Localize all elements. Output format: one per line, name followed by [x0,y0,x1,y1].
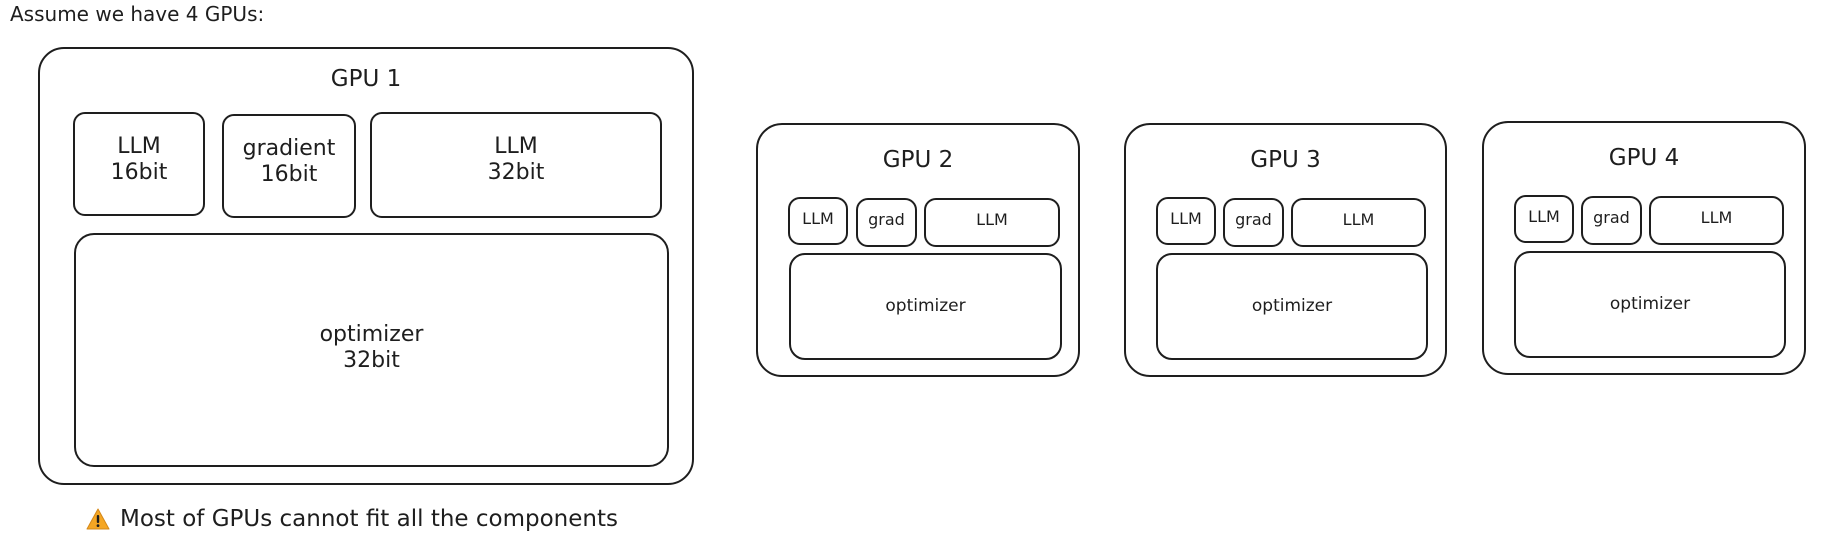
warning-note: Most of GPUs cannot fit all the componen… [86,506,618,532]
gpu-4-llm-16bit-box [1514,195,1574,243]
gpu-1-optimizer-label: optimizer 32bit [319,322,424,374]
gpu-4-title: GPU 4 [1608,145,1680,171]
gpu-1-gradient-box [222,114,356,218]
warning-icon [86,508,110,530]
gpu-2-optimizer-box [789,253,1062,360]
gpu-2-gradient-box [856,198,917,247]
gpu-4-gradient-label: grad [1593,208,1630,227]
gpu-3-llm-32bit-label: LLM [1342,210,1375,229]
gpu-1-llm-16bit-box [73,112,205,216]
gpu-1-optimizer-box [74,233,669,467]
gpu-3-llm-16bit-box [1156,197,1216,245]
gpu-3-optimizer-label: optimizer [1251,296,1333,316]
gpu-3-title: GPU 3 [1250,147,1321,173]
gpu-2-optimizer-label: optimizer [885,296,966,316]
gpu-1-gradient-label: gradient 16bit [242,136,336,188]
gpu-3-optimizer-box [1156,253,1428,360]
gpu-4-optimizer-box [1514,251,1786,358]
gpu-2-llm-32bit-label: LLM [976,210,1008,229]
gpu-2-llm-16bit-box [788,197,848,245]
gpu-3-llm-32bit-box [1291,198,1426,247]
gpu-1-title: GPU 1 [330,66,402,92]
gpu-2-gradient-label: grad [868,210,905,229]
gpu-1-llm-16bit-label: LLM 16bit [110,134,168,186]
intro-text: Assume we have 4 GPUs: [10,2,265,26]
gpu-4-optimizer-label: optimizer [1609,294,1691,314]
gpu-4-llm-32bit-label: LLM [1700,208,1733,227]
gpu-3-llm-16bit-label: LLM [1170,209,1202,228]
gpu-3-gradient-label: grad [1235,210,1272,229]
gpu-4-gradient-box [1581,196,1642,245]
gpu-2-llm-16bit-label: LLM [802,209,834,228]
gpu-2-title: GPU 2 [882,147,954,173]
gpu-4-llm-16bit-label: LLM [1528,207,1560,226]
warning-text: Most of GPUs cannot fit all the componen… [120,506,618,532]
gpu-2-llm-32bit-box [924,198,1060,247]
gpu-1-llm-32bit-label: LLM 32bit [487,134,545,186]
gpu-4-llm-32bit-box [1649,196,1784,245]
gpu-3-gradient-box [1223,198,1284,247]
gpu-1-llm-32bit-box [370,112,662,218]
